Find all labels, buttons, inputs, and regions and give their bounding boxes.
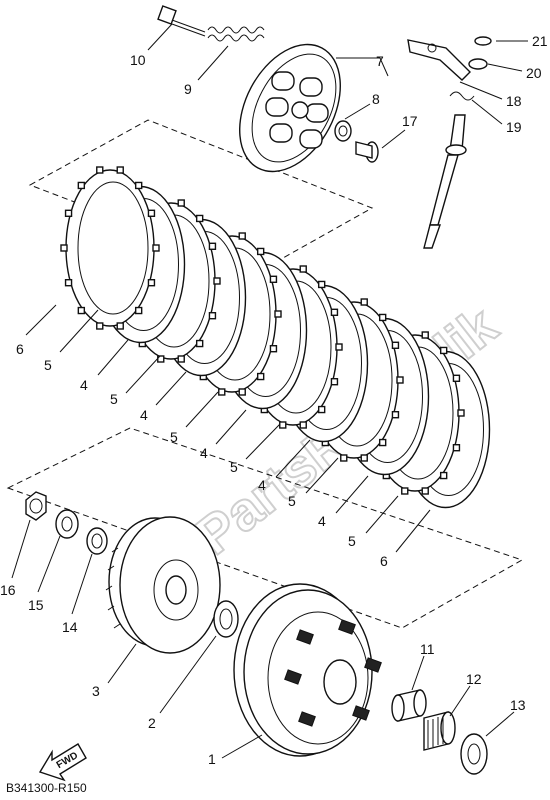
leader-lines: [11, 23, 528, 759]
bolt-10-part: [157, 5, 206, 37]
callout-1: 1: [208, 751, 216, 767]
clutch-plate-stack: [60, 166, 491, 509]
callout-3: 3: [92, 683, 100, 699]
clutch-boss-3-part: [105, 516, 221, 654]
callout-5-e: 5: [288, 493, 296, 509]
callout-11: 11: [420, 641, 435, 657]
nut-16-part: [25, 491, 47, 521]
thrust-washer-13-part: [460, 733, 488, 775]
pressure-plate-7-part: [239, 43, 341, 173]
callout-10: 10: [130, 52, 146, 68]
fwd-arrow-icon: FWD: [38, 743, 87, 782]
callout-20: 20: [526, 65, 542, 81]
callout-18: 18: [506, 93, 522, 109]
bearing-8-part: [334, 120, 352, 142]
callout-4-a: 4: [80, 377, 88, 393]
lock-washer-15-part: [55, 509, 79, 539]
callout-4-d: 4: [258, 477, 266, 493]
callout-labels: 21 20 18 19 10 9 7 8 17 6 5 4 5 4 5 4 5 …: [0, 33, 548, 767]
callout-4-e: 4: [318, 513, 326, 529]
pressure-plate-outline: [28, 119, 374, 273]
spring-9-part: [207, 26, 265, 42]
clip-21-part: [474, 36, 492, 46]
washer-14-part: [86, 527, 108, 555]
pressure-plate-group: [157, 5, 379, 173]
callout-12: 12: [466, 671, 482, 687]
callout-5-c: 5: [170, 429, 178, 445]
callout-4-b: 4: [140, 407, 148, 423]
callout-19: 19: [506, 119, 522, 135]
clutch-boss-outline: [6, 427, 524, 629]
callout-21: 21: [532, 33, 548, 49]
callout-2: 2: [148, 715, 156, 731]
callout-5-a: 5: [44, 357, 52, 373]
needle-bearing-12-part: [423, 711, 456, 751]
callout-5-b: 5: [110, 391, 118, 407]
collar-11-part: [391, 689, 427, 722]
drawing-code: B341300-R150: [6, 781, 87, 795]
push-lever-group: [407, 36, 492, 249]
push-lever-shaft-part: [423, 114, 467, 249]
lever-18-part: [407, 39, 471, 81]
push-rod-17-part: [355, 141, 379, 163]
callout-7: 7: [376, 53, 384, 69]
callout-16: 16: [0, 582, 16, 598]
callout-15: 15: [28, 597, 44, 613]
callout-5-d: 5: [230, 459, 238, 475]
callout-6-bottom: 6: [380, 553, 388, 569]
callout-6-top: 6: [16, 341, 24, 357]
callout-14: 14: [62, 619, 78, 635]
callout-9: 9: [184, 81, 192, 97]
callout-8: 8: [372, 91, 380, 107]
clutch-housing-1-part: [233, 583, 382, 757]
callout-4-c: 4: [200, 445, 208, 461]
spring-19-part: [449, 91, 475, 101]
thrust-washer-2-part: [213, 600, 239, 638]
callout-17: 17: [402, 113, 418, 129]
callout-13: 13: [510, 697, 526, 713]
callout-5-f: 5: [348, 533, 356, 549]
washer-20-part: [468, 58, 488, 70]
friction-plate: [60, 166, 160, 330]
